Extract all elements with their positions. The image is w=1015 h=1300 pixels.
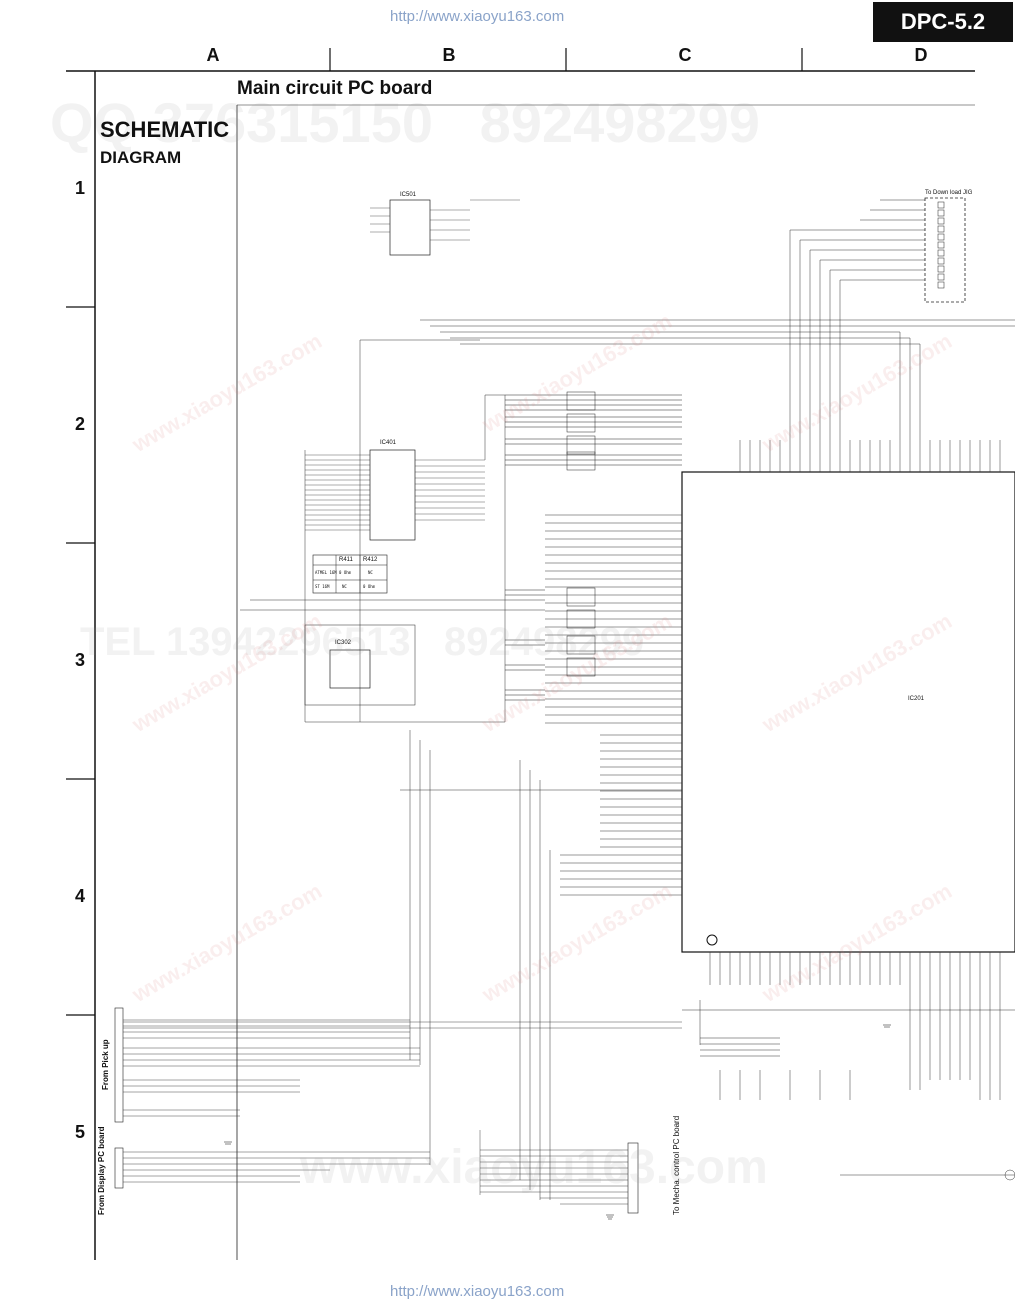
row-label-1: 1 xyxy=(74,178,85,198)
table-row-st-r411: NC xyxy=(342,584,347,589)
table-row-atmel-label: ATMEL 16M xyxy=(315,570,337,575)
chip-label-ic302: IC302 xyxy=(335,640,352,646)
row-label-5: 5 xyxy=(74,1122,85,1142)
pickup-label: From Pick up xyxy=(101,1039,110,1090)
bottom-url[interactable]: http://www.xiaoyu163.com xyxy=(390,1283,565,1300)
model-badge: DPC-5.2 xyxy=(873,2,1013,42)
table-header-r411: R411 xyxy=(339,557,353,563)
download-jig-label: To Down load JIG xyxy=(925,190,973,196)
column-label-a: A xyxy=(206,45,220,65)
column-label-d: D xyxy=(914,45,928,65)
table-row-st-r412: 0 Ohm xyxy=(363,584,376,589)
chip-label-flash: IC401 xyxy=(380,440,397,446)
schematic-title: SCHEMATIC xyxy=(100,117,230,142)
row-label-2: 2 xyxy=(74,414,85,434)
row-label-3: 3 xyxy=(74,650,85,670)
chip-label-main: IC201 xyxy=(908,696,925,702)
row-label-4: 4 xyxy=(74,886,85,906)
table-row-atmel-r412: NC xyxy=(368,570,373,575)
column-label-b: B xyxy=(442,45,456,65)
chip-label-ic501: IC501 xyxy=(400,192,417,198)
board-title: Main circuit PC board xyxy=(237,78,433,99)
table-row-atmel-r411: 0 Ohm xyxy=(339,570,352,575)
diagram-title: DIAGRAM xyxy=(100,148,182,167)
display-board-label: From Display PC board xyxy=(97,1126,106,1215)
table-row-st-label: ST 16M xyxy=(315,584,330,589)
top-url[interactable]: http://www.xiaoyu163.com xyxy=(390,8,565,25)
table-header-r412: R412 xyxy=(363,557,378,563)
mecha-board-label: To Mecha. control PC board xyxy=(672,1115,681,1215)
column-label-c: C xyxy=(678,45,692,65)
